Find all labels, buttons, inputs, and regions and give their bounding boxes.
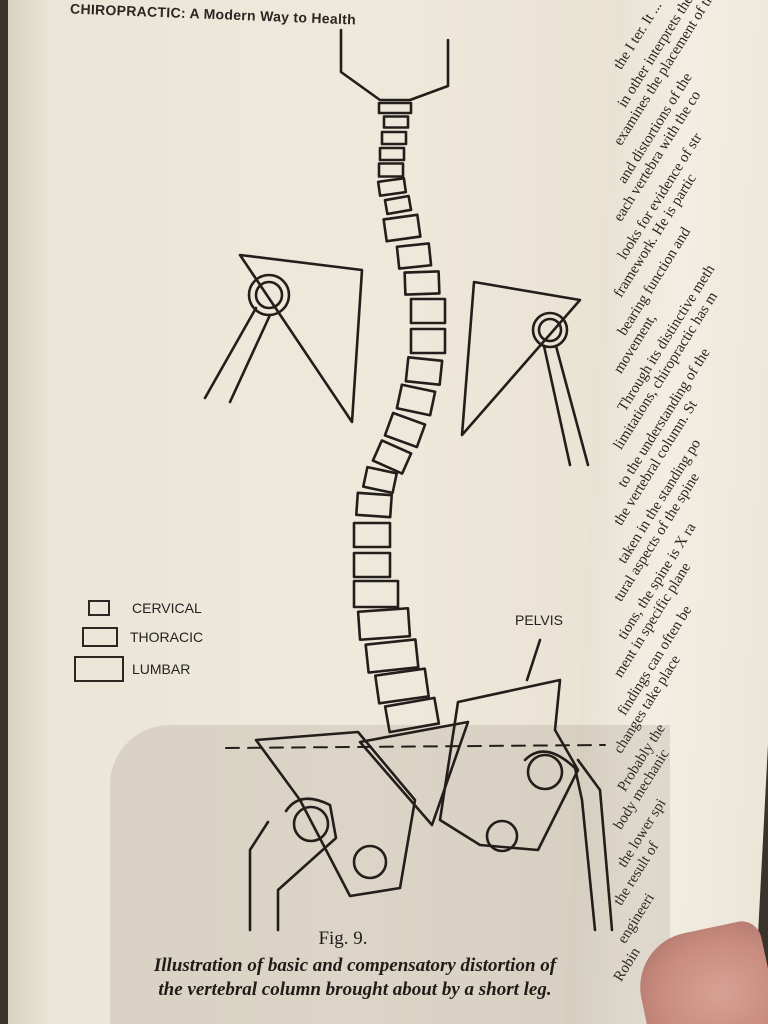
- vertebra: [378, 146, 406, 162]
- vertebra: [352, 521, 392, 549]
- thoracic-swatch: [82, 627, 118, 647]
- vertebra: [409, 327, 447, 355]
- left-scapula: [238, 253, 364, 424]
- skull-base: [339, 28, 450, 102]
- vertebra: [383, 411, 427, 449]
- vertebra: [395, 383, 437, 417]
- vertebra: [409, 297, 447, 325]
- horizontal-reference-line: [225, 744, 606, 749]
- cervical-swatch: [88, 600, 110, 616]
- vertebra: [364, 638, 420, 674]
- vertebra: [371, 439, 413, 475]
- vertebra: [377, 162, 405, 178]
- sacrum: [358, 720, 470, 827]
- legend-lumbar-label: LUMBAR: [132, 661, 191, 677]
- vertebra: [403, 270, 441, 296]
- legend-thoracic: THORACIC: [74, 627, 203, 647]
- lumbar-swatch: [74, 656, 124, 682]
- vertebra: [395, 242, 433, 270]
- vertebra: [354, 491, 394, 519]
- pelvis-pointer: [525, 638, 542, 682]
- vertebra: [383, 194, 413, 216]
- legend-thoracic-label: THORACIC: [130, 629, 204, 645]
- vertebra: [376, 176, 408, 198]
- vertebra: [377, 101, 413, 115]
- vertebra: [380, 130, 408, 146]
- caption-line-2: the vertebral column brought about by a …: [158, 979, 552, 1000]
- vertebra: [352, 579, 400, 609]
- vertebra: [404, 355, 444, 387]
- vertebra: [383, 696, 441, 734]
- caption-line-1: Illustration of basic and compensatory d…: [153, 955, 557, 976]
- vertebra: [352, 551, 392, 579]
- legend-cervical-label: CERVICAL: [132, 600, 202, 616]
- vertebra: [382, 115, 410, 129]
- vertebra: [361, 465, 399, 495]
- pelvis-right: [438, 678, 580, 852]
- right-scapula: [460, 280, 582, 437]
- pelvis-label: PELVIS: [515, 612, 563, 628]
- vertebra: [382, 213, 422, 243]
- figure-number: Fig. 9.: [318, 928, 368, 949]
- legend-cervical: CERVICAL: [74, 600, 202, 616]
- pelvis-left: [254, 730, 417, 898]
- vertebra: [373, 667, 431, 705]
- vertebra: [356, 606, 412, 642]
- legend-lumbar: LUMBAR: [74, 656, 190, 682]
